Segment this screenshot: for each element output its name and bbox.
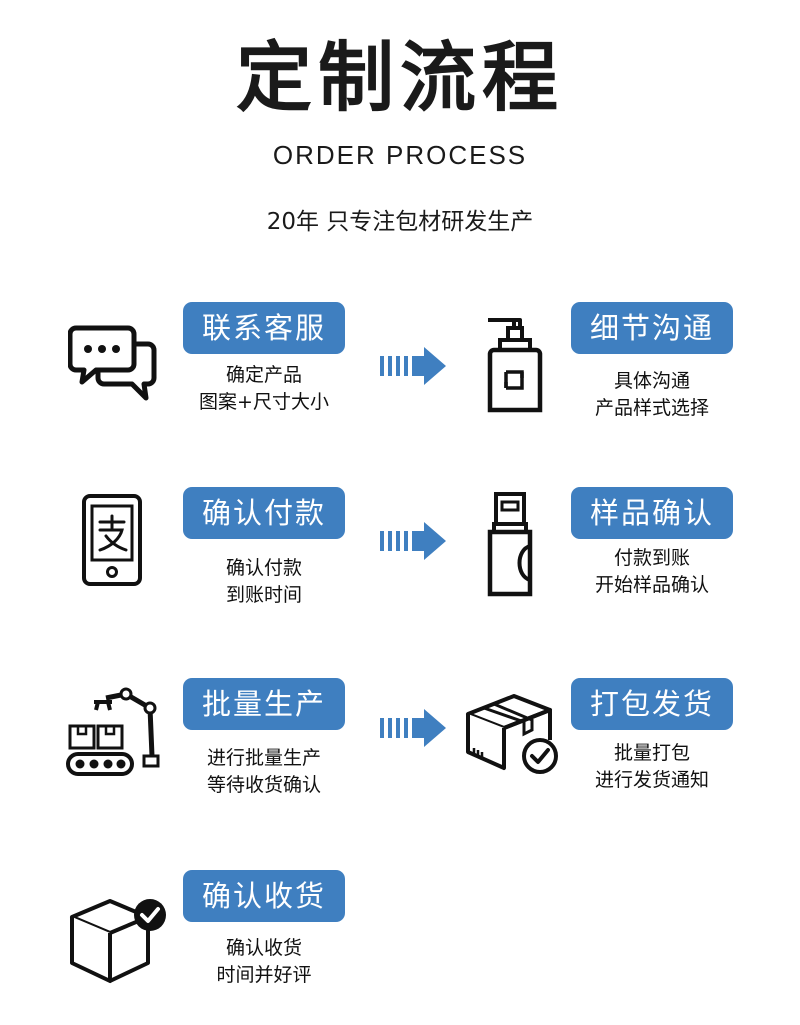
pump-bottle-icon [487, 318, 543, 413]
step-desc-line: 图案+尺寸大小 [199, 391, 329, 413]
step-desc-line: 到账时间 [225, 584, 302, 606]
next-arrow-icon [380, 347, 446, 385]
tagline: 20年 只专注包材研发生产 [266, 209, 534, 235]
step-label-shipping: 打包发货 [571, 678, 733, 730]
page-title: 定制流程 [236, 33, 564, 122]
page-subtitle: ORDER PROCESS [272, 140, 528, 170]
step-desc-payment: 确认付款 到账时间 [168, 555, 360, 609]
step-desc-sample: 付款到账 开始样品确认 [556, 545, 748, 599]
chat-bubbles-icon [68, 325, 157, 401]
step-desc-line: 具体沟通 [613, 370, 690, 392]
step-label-contact: 联系客服 [183, 302, 345, 354]
step-desc-line: 开始样品确认 [594, 574, 709, 596]
step-desc-line: 确定产品 [225, 364, 302, 386]
step-label-sample: 样品确认 [571, 487, 733, 539]
box-check-icon [70, 899, 166, 983]
step-desc-details: 具体沟通 产品样式选择 [556, 368, 748, 422]
step-desc-shipping: 批量打包 进行发货通知 [556, 740, 748, 794]
phone-pay-icon [82, 494, 142, 586]
next-arrow-icon [380, 522, 446, 560]
step-desc-line: 等待收货确认 [206, 774, 321, 796]
step-desc-line: 时间并好评 [216, 964, 312, 986]
step-label-receive: 确认收货 [183, 870, 345, 922]
step-desc-line: 产品样式选择 [594, 397, 709, 419]
step-label-details: 细节沟通 [571, 302, 733, 354]
next-arrow-icon [380, 709, 446, 747]
step-desc-production: 进行批量生产 等待收货确认 [158, 745, 370, 799]
step-desc-receive: 确认收货 时间并好评 [168, 935, 360, 989]
step-desc-line: 付款到账 [613, 547, 690, 569]
step-desc-line: 进行批量生产 [206, 747, 321, 769]
step-desc-line: 批量打包 [613, 742, 690, 764]
factory-robot-icon [66, 687, 160, 776]
step-desc-line: 进行发货通知 [594, 769, 709, 791]
step-desc-line: 确认收货 [225, 937, 302, 959]
step-desc-contact: 确定产品 图案+尺寸大小 [168, 362, 360, 416]
spray-bottle-icon [487, 492, 533, 597]
step-desc-line: 确认付款 [225, 557, 302, 579]
package-check-icon [466, 694, 558, 774]
step-label-production: 批量生产 [183, 678, 345, 730]
step-label-payment: 确认付款 [183, 487, 345, 539]
